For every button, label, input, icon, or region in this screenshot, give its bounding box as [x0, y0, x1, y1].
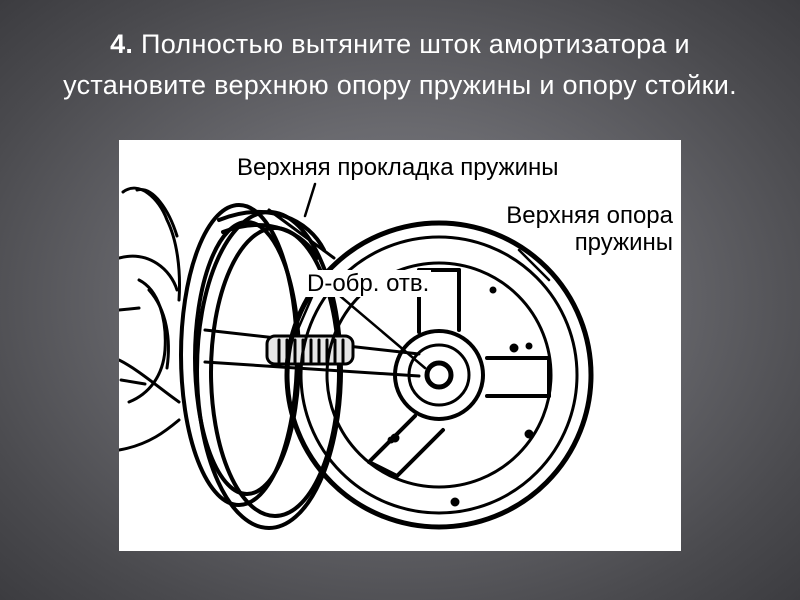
step-number: 4.: [110, 29, 134, 59]
label-upper-gasket: Верхняя прокладка пружины: [237, 154, 559, 181]
leader-lines: [293, 182, 551, 370]
label-upper-seat-line1: Верхняя опора: [506, 202, 673, 229]
strut-body: [119, 186, 181, 452]
spring-seat: [284, 220, 594, 530]
instruction-text: Полностью вытяните шток амортизатора и у…: [63, 29, 737, 100]
slide-title: 4. Полностью вытяните шток амортизатора …: [40, 24, 760, 106]
strut-drawing: [119, 182, 594, 530]
label-upper-seat-line2: пружины: [574, 229, 673, 256]
label-upper-seat: Верхняя опора пружины: [506, 202, 673, 256]
label-d-hole: D-обр. отв.: [305, 270, 432, 297]
technical-illustration: Верхняя прокладка пружины Верхняя опора …: [119, 140, 681, 551]
